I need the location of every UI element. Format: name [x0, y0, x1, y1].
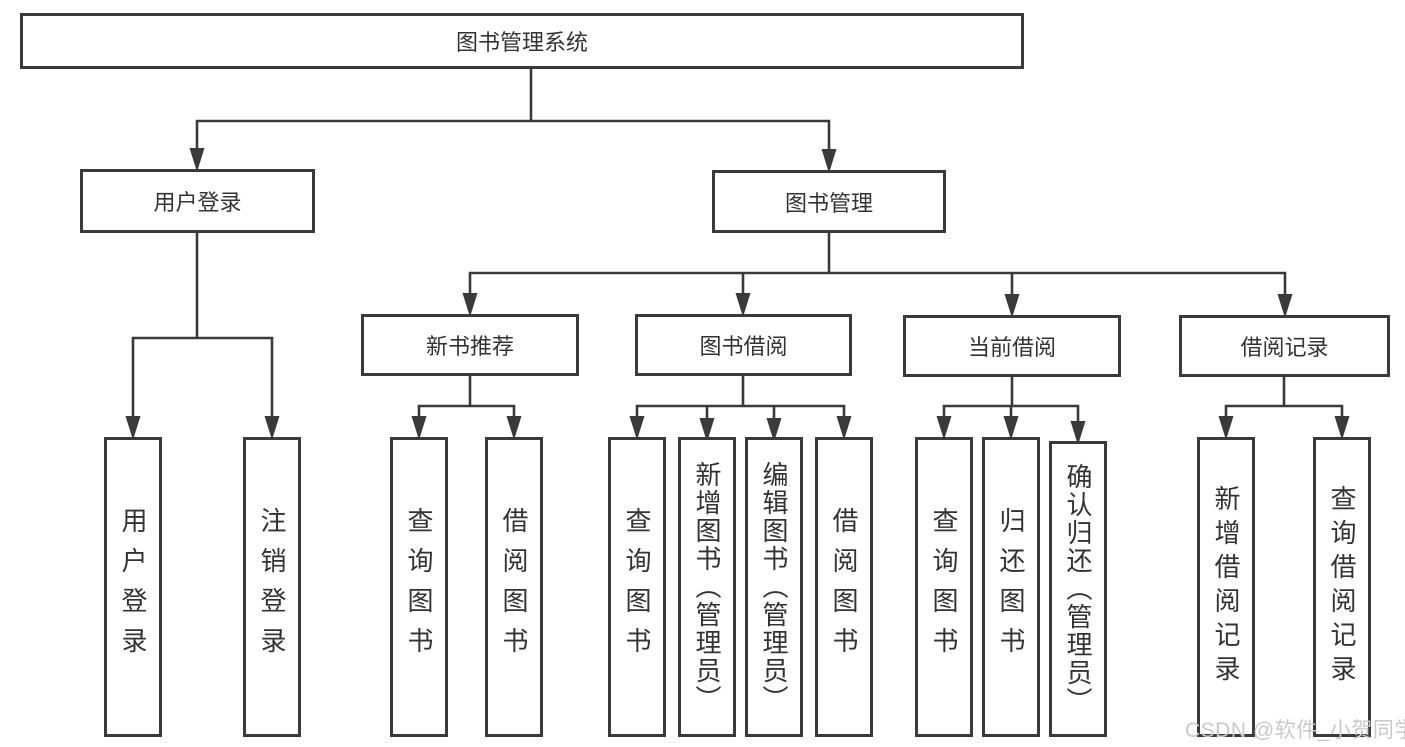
node-current-borrowing: 当前借阅	[903, 315, 1121, 377]
node-new-book-recommend-label: 新书推荐	[425, 334, 514, 359]
node-book-management-label: 图书管理	[784, 190, 873, 216]
leaf-recommend-query-books-label: 查询图书	[404, 507, 434, 667]
node-new-book-recommend: 新书推荐	[361, 314, 579, 376]
arrowhead	[1003, 416, 1019, 440]
leaf-recommend-borrow-books-label: 借阅图书	[499, 507, 529, 667]
connector-borrowing-records-to-leaves	[1218, 376, 1350, 440]
leaf-logout-label: 注销登录	[257, 507, 287, 667]
arrowhead	[735, 293, 751, 317]
arrowhead	[1218, 416, 1234, 440]
connector-book-management-to-level3	[462, 231, 1293, 318]
connector-user-login-to-leaves	[125, 231, 280, 440]
leaf-add-borrow-record-label: 新增借阅记录	[1211, 485, 1241, 689]
node-current-borrowing-label: 当前借阅	[967, 335, 1056, 360]
arrowhead	[699, 418, 715, 442]
connector-current-borrowing-to-leaves	[936, 376, 1086, 445]
watermark: CSDN @软件_小贺同学	[1185, 719, 1405, 742]
leaf-logout: 注销登录	[243, 437, 301, 737]
arrowhead	[936, 416, 952, 440]
node-root: 图书管理系统	[20, 13, 1024, 69]
arrowhead	[411, 416, 427, 440]
leaf-borrowing-borrow-books-label: 借阅图书	[829, 507, 859, 667]
connector-root-to-level2	[189, 67, 837, 173]
arrowhead	[821, 149, 837, 173]
connector-new-book-recommend-to-leaves	[411, 375, 522, 440]
leaf-add-books-admin: 新增图书（管理员）	[678, 437, 736, 737]
leaf-return-books-label: 归还图书	[996, 507, 1026, 667]
leaf-confirm-return-admin: 确认归还（管理员）	[1049, 441, 1107, 737]
arrowhead	[629, 416, 645, 440]
arrowhead	[1334, 416, 1350, 440]
arrowhead	[1004, 294, 1020, 318]
arrowhead	[125, 416, 141, 440]
node-book-borrowing-label: 图书借阅	[699, 334, 788, 359]
arrowhead	[1277, 294, 1293, 318]
node-borrowing-records-label: 借阅记录	[1240, 335, 1329, 360]
leaf-user-login-label: 用户登录	[118, 507, 148, 667]
arrowhead	[506, 416, 522, 440]
arrowhead	[766, 418, 782, 442]
leaf-edit-books-admin-label: 编辑图书（管理员）	[759, 461, 789, 713]
leaf-recommend-query-books: 查询图书	[390, 437, 448, 737]
connector-book-borrowing-to-leaves	[629, 375, 852, 442]
arrowhead	[836, 416, 852, 440]
node-book-borrowing: 图书借阅	[635, 314, 852, 376]
node-root-label: 图书管理系统	[455, 30, 588, 55]
leaf-add-borrow-record: 新增借阅记录	[1197, 437, 1255, 737]
node-book-management: 图书管理	[712, 170, 946, 233]
arrowhead	[1070, 421, 1086, 445]
leaf-user-login: 用户登录	[104, 437, 162, 737]
node-user-login-label: 用户登录	[153, 190, 242, 215]
leaf-borrowing-query-books: 查询图书	[608, 437, 666, 737]
leaf-query-borrow-record: 查询借阅记录	[1313, 437, 1371, 737]
leaf-add-books-admin-label: 新增图书（管理员）	[692, 461, 722, 713]
leaf-query-borrow-record-label: 查询借阅记录	[1327, 485, 1357, 689]
node-user-login: 用户登录	[80, 169, 315, 233]
leaf-recommend-borrow-books: 借阅图书	[485, 437, 543, 737]
leaf-return-books: 归还图书	[982, 437, 1040, 737]
leaf-borrowing-borrow-books: 借阅图书	[815, 437, 873, 737]
leaf-borrowing-query-books-label: 查询图书	[622, 507, 652, 667]
arrowhead	[462, 293, 478, 317]
leaf-edit-books-admin: 编辑图书（管理员）	[745, 437, 803, 737]
leaf-current-query-books: 查询图书	[915, 437, 973, 737]
leaf-current-query-books-label: 查询图书	[929, 507, 959, 667]
arrowhead	[189, 148, 205, 172]
arrowhead	[264, 416, 280, 440]
node-borrowing-records: 借阅记录	[1179, 315, 1390, 377]
leaf-confirm-return-admin-label: 确认归还（管理员）	[1063, 463, 1093, 715]
